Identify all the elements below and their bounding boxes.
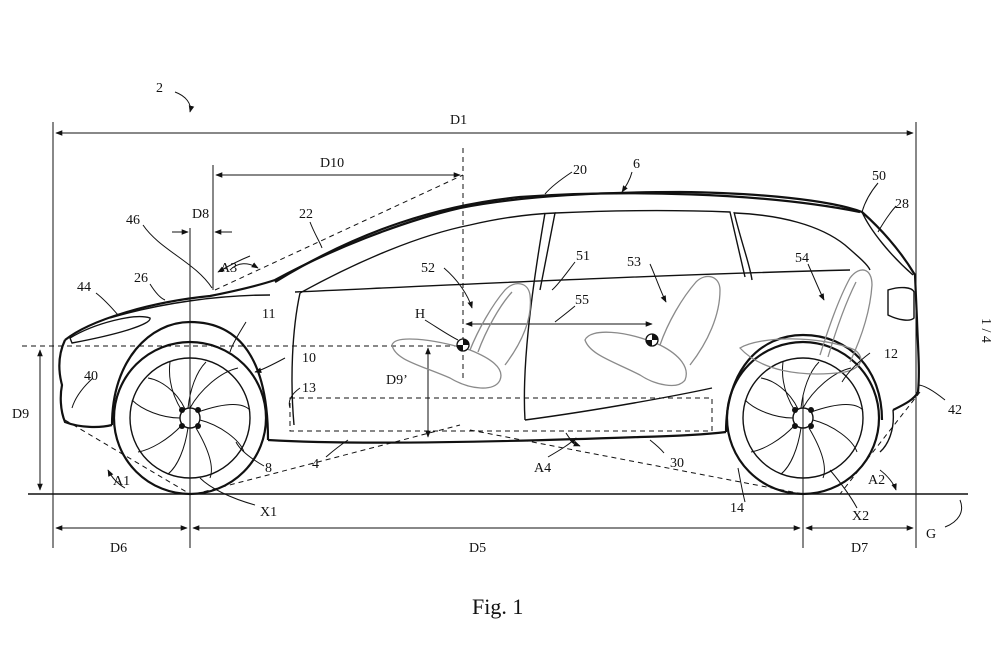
- vehicle-body: [58, 190, 920, 453]
- label-13: 13: [302, 381, 316, 396]
- label-20: 20: [573, 163, 587, 178]
- seats: [391, 269, 873, 389]
- label-d9-prime: D9’: [386, 373, 408, 388]
- label-22: 22: [299, 207, 313, 222]
- label-d9: D9: [12, 407, 29, 422]
- figure-caption: Fig. 1: [472, 594, 523, 619]
- label-h: H: [415, 307, 425, 322]
- label-2: 2: [156, 81, 163, 96]
- label-d10: D10: [320, 156, 344, 171]
- label-d1: D1: [450, 113, 467, 128]
- label-x2: X2: [852, 509, 869, 524]
- label-d6: D6: [110, 541, 127, 556]
- label-x1: X1: [260, 505, 277, 520]
- label-50: 50: [872, 169, 886, 184]
- rear-wheel: [724, 333, 884, 496]
- label-54: 54: [795, 251, 809, 266]
- label-46: 46: [126, 213, 140, 228]
- label-14: 14: [730, 501, 744, 516]
- label-26: 26: [134, 271, 148, 286]
- label-55: 55: [575, 293, 589, 308]
- sheet-number: 1 / 4: [978, 318, 993, 343]
- label-a4: A4: [534, 461, 551, 476]
- label-44: 44: [77, 280, 91, 295]
- label-11: 11: [262, 307, 275, 322]
- label-d7: D7: [851, 541, 868, 556]
- label-42: 42: [948, 403, 962, 418]
- label-28: 28: [895, 197, 909, 212]
- label-53: 53: [627, 255, 641, 270]
- label-12: 12: [884, 347, 898, 362]
- h-point-markers: [456, 333, 659, 352]
- label-g: G: [926, 527, 936, 542]
- label-10: 10: [302, 351, 316, 366]
- label-a3: A3: [220, 261, 237, 276]
- label-d5: D5: [469, 541, 486, 556]
- leader-lines: [71, 91, 946, 509]
- label-a2: A2: [868, 473, 885, 488]
- front-wheel: [110, 320, 270, 496]
- label-4: 4: [312, 457, 319, 472]
- label-40: 40: [84, 369, 98, 384]
- reference-labels: 2 D1 D10 20 6 50 28 46 D8 22 26 A3 44 52…: [12, 81, 993, 619]
- label-a1: A1: [113, 474, 130, 489]
- label-30: 30: [670, 456, 684, 471]
- label-6: 6: [633, 157, 640, 172]
- label-d8: D8: [192, 207, 209, 222]
- label-52: 52: [421, 261, 435, 276]
- label-8: 8: [265, 461, 272, 476]
- label-51: 51: [576, 249, 590, 264]
